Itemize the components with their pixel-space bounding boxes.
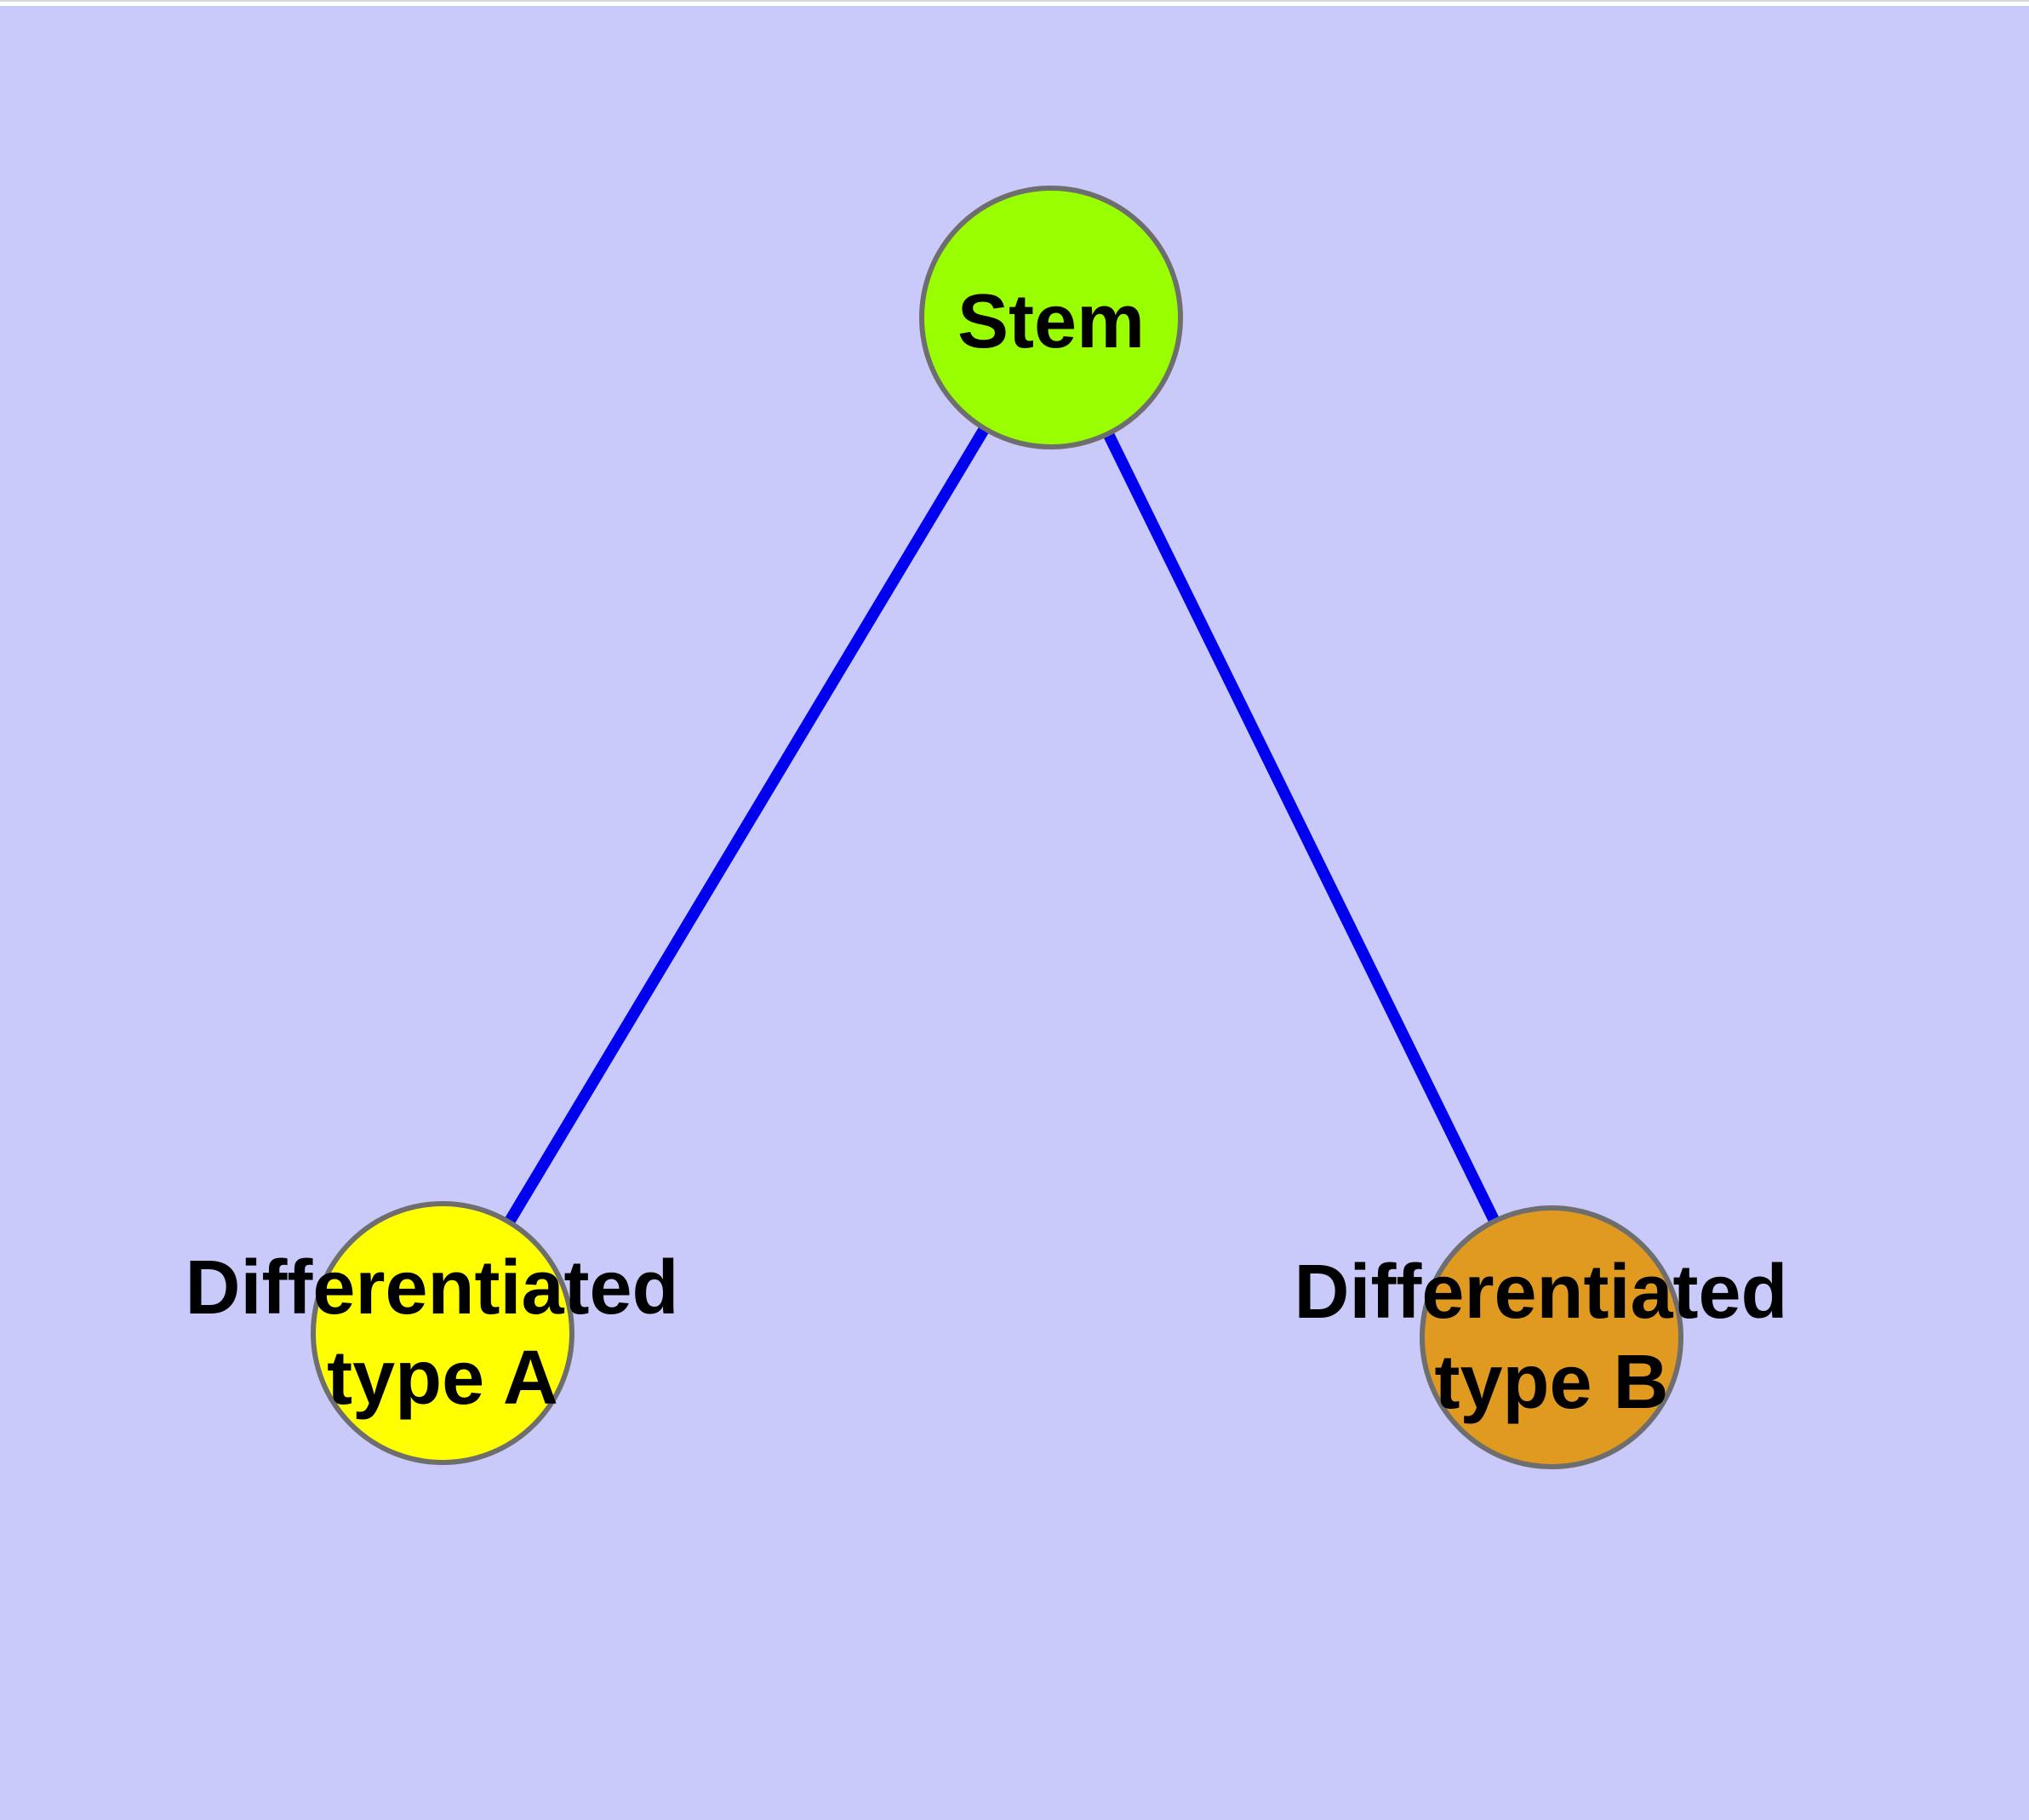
node-type-a-label: Differentiated type A (185, 1220, 700, 1421)
node-type-b-label-line1: Differentiated (1294, 1250, 1787, 1335)
node-type-b-label: Differentiated type B (1294, 1224, 1809, 1425)
node-type-a-circle (311, 1201, 574, 1465)
edge-stem-to-type-a (437, 314, 1056, 1336)
top-window-strip-border (0, 0, 2029, 2)
top-window-strip (0, 0, 2029, 6)
node-type-b-circle (1420, 1205, 1683, 1469)
edge-stem-to-type-b (1045, 315, 1557, 1340)
node-stem-label: Stem (957, 279, 1145, 364)
node-type-b-label-line2: type B (1434, 1340, 1668, 1425)
node-stem-circle (919, 186, 1183, 449)
node-type-a-label-line2: type A (327, 1336, 558, 1421)
node-type-a-label-line1: Differentiated (185, 1245, 678, 1331)
